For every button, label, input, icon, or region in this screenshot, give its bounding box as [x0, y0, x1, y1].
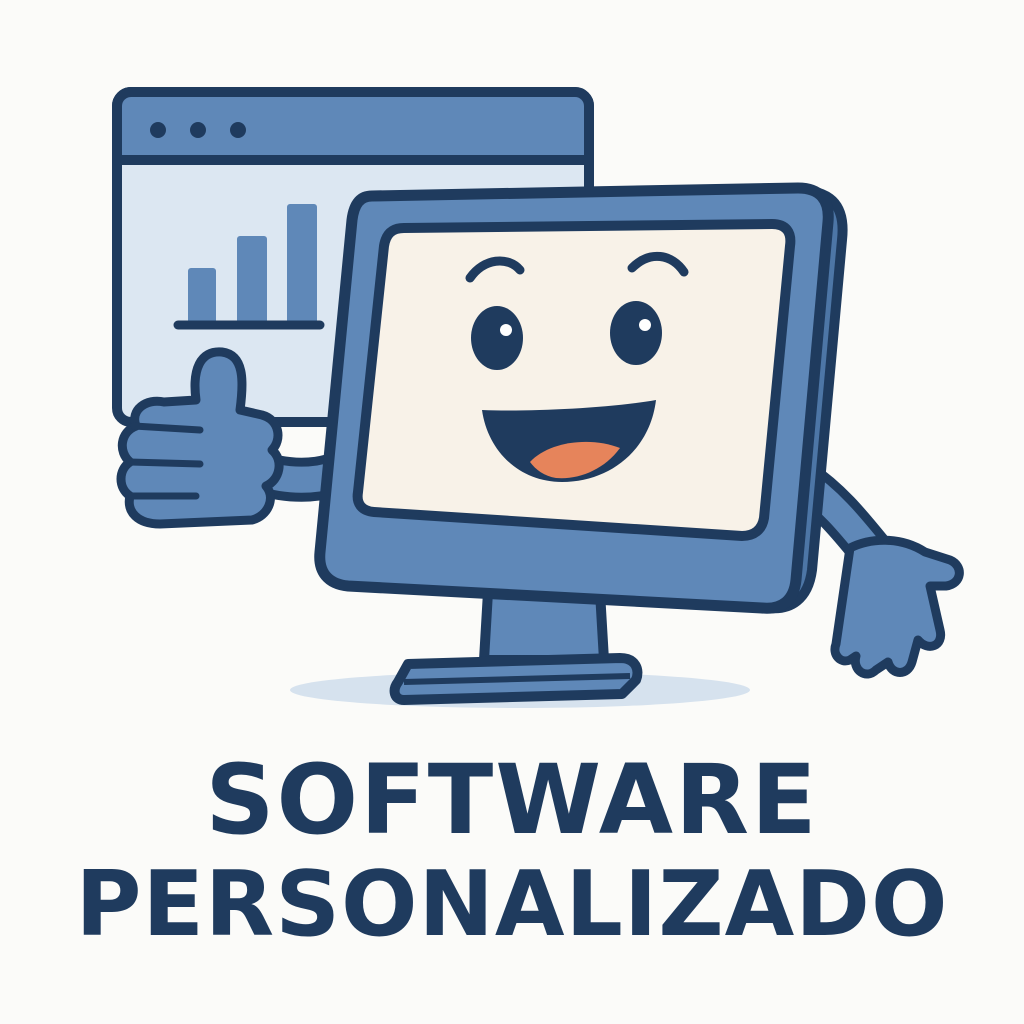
- monitor-stand: [389, 587, 643, 705]
- right-eye: [610, 301, 662, 365]
- window-dot: [190, 122, 206, 138]
- chart-bar: [188, 268, 216, 324]
- left-eyebrow: [465, 256, 525, 283]
- window-dot: [150, 122, 166, 138]
- left-eye: [471, 306, 523, 370]
- open-hand: [778, 458, 964, 679]
- monitor-screen: [352, 219, 796, 541]
- chart-bar: [287, 204, 317, 324]
- mascot-illustration: [112, 87, 964, 708]
- window-dot: [230, 122, 246, 138]
- right-eyebrow: [627, 251, 689, 277]
- headline-line-2: PERSONALIZADO: [75, 852, 949, 957]
- bar-chart-icon: [173, 204, 325, 330]
- smiling-mouth: [482, 400, 656, 482]
- headline-line-1: SOFTWARE: [205, 744, 819, 856]
- chart-bar: [237, 236, 267, 324]
